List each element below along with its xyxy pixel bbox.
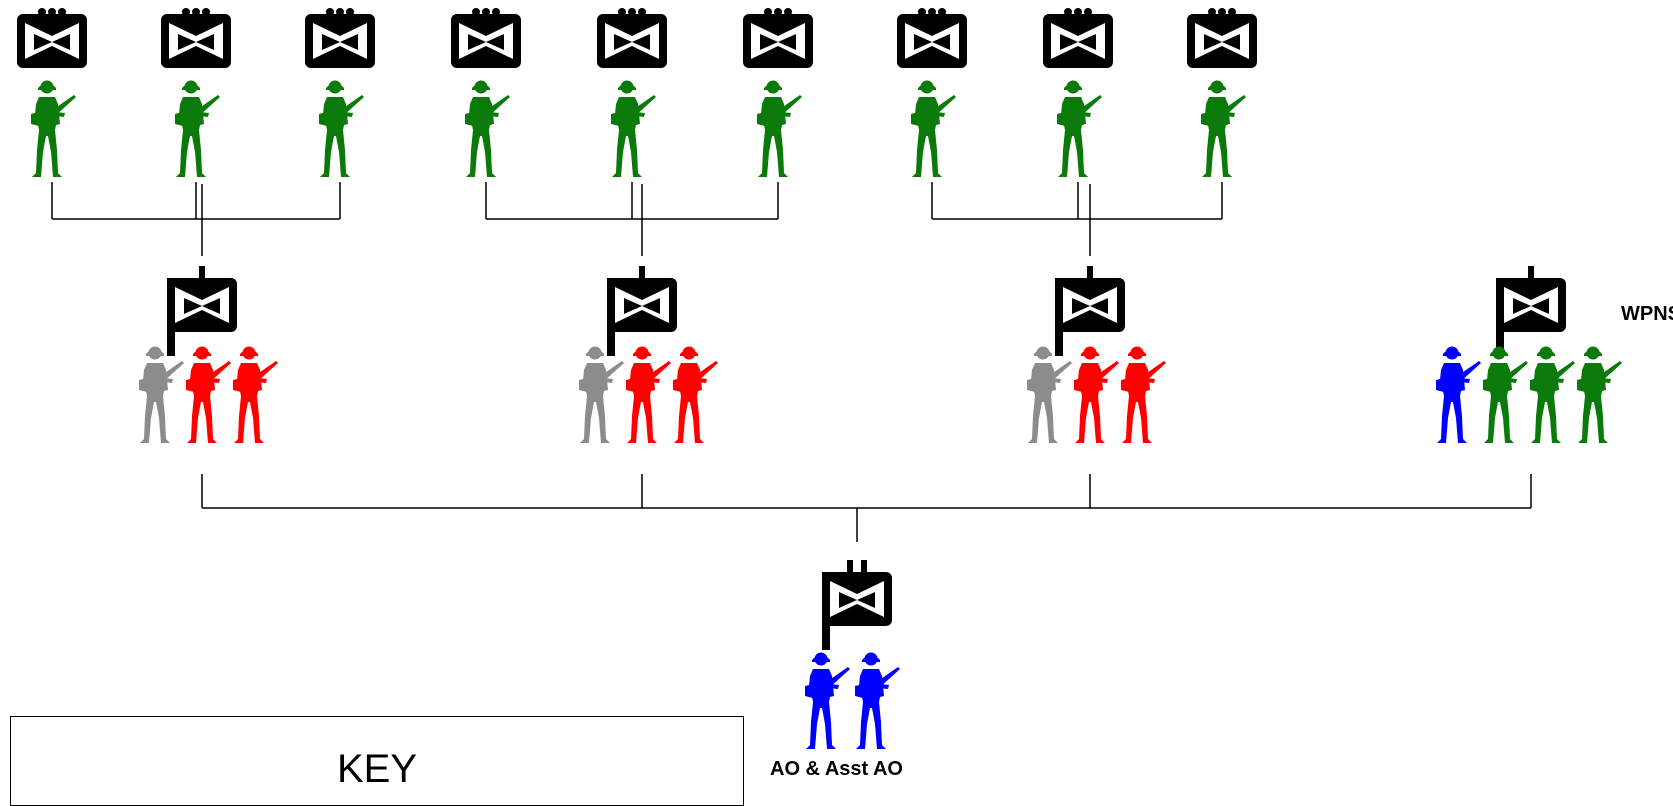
soldier-icon [31,80,76,177]
squad-symbol-icon [451,8,521,68]
platoon-symbol-icon [1055,266,1125,356]
soldier-icon [673,346,718,443]
company-symbol-icon [822,560,892,650]
soldier-icon [1201,80,1246,177]
soldier-icon [186,346,231,443]
squad-symbol-icon [897,8,967,68]
soldier-icon [626,346,671,443]
soldier-icon [1577,346,1622,443]
soldier-icon [139,346,184,443]
squad-symbol-icon [597,8,667,68]
squad-symbol-icon [743,8,813,68]
squad-symbol-icon [17,8,87,68]
platoon-symbol-icon [607,266,677,356]
ao-label: AO & Asst AO [770,758,903,780]
platoon-symbol-icon [167,266,237,356]
squad-symbol-icon [1187,8,1257,68]
soldier-icon [233,346,278,443]
soldier-icon [611,80,656,177]
soldier-icon [319,80,364,177]
soldier-icon [1121,346,1166,443]
soldier-icon [1057,80,1102,177]
key-box: KEY [10,716,744,806]
platoon-symbol-icon [1496,266,1566,356]
org-chart-diagram [17,8,1622,749]
soldier-icon [1074,346,1119,443]
soldier-icon [465,80,510,177]
squad-symbol-icon [305,8,375,68]
soldier-icon [855,652,900,749]
soldier-icon [805,652,850,749]
soldier-icon [1530,346,1575,443]
soldier-icon [757,80,802,177]
squad-symbol-icon [1043,8,1113,68]
wpns-label: WPNS [1621,303,1673,325]
soldier-icon [1483,346,1528,443]
soldier-icon [1027,346,1072,443]
soldier-icon [1436,346,1481,443]
soldier-icon [579,346,624,443]
key-title: KEY [336,747,418,791]
soldier-icon [911,80,956,177]
squad-symbol-icon [161,8,231,68]
soldier-icon [175,80,220,177]
